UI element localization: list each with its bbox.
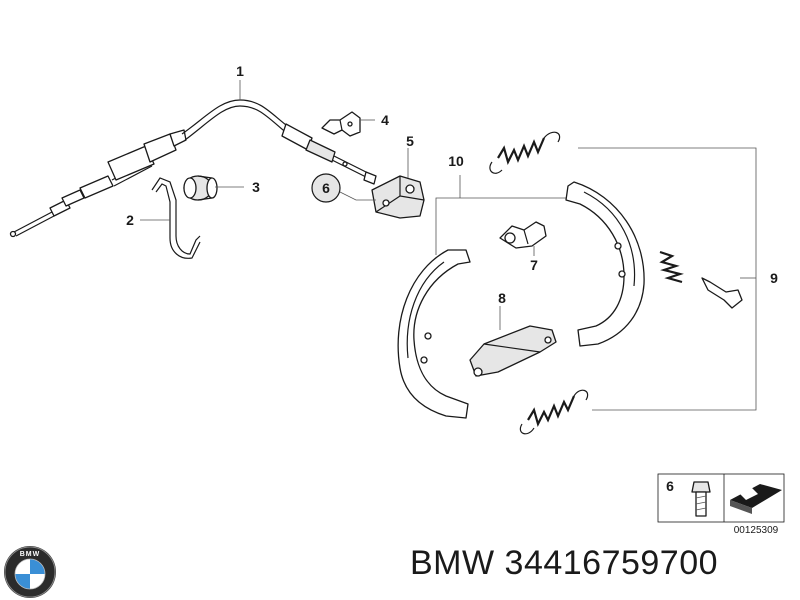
callout-8: 8 [498, 290, 506, 306]
callout-7: 7 [530, 257, 538, 273]
part-1-brake-cable: 1 [9, 63, 377, 238]
part-6-bolt-callout: 6 [311, 173, 376, 203]
washer-plate-icon [730, 484, 782, 514]
callout-4: 4 [381, 112, 389, 128]
part-2-holding-clip: 2 [126, 177, 201, 259]
bracket-10-shoe-set: 10 [435, 153, 578, 255]
part-3-grommet: 3 [183, 175, 260, 201]
part-8-expanding-lever: 8 [469, 290, 557, 377]
part-7-adjuster: 7 [499, 221, 547, 273]
callout-1: 1 [236, 63, 244, 79]
part-5-cable-bracket: 5 [371, 133, 425, 219]
lower-return-spring [519, 389, 589, 435]
part-number-caption: BMW 34416759700 [410, 544, 719, 582]
legend-label-6: 6 [666, 478, 674, 494]
callout-5: 5 [406, 133, 414, 149]
bmw-logo-text: BMW [20, 551, 41, 558]
left-brake-shoe [397, 249, 471, 419]
part-9-hold-down-kit: 9 [578, 147, 778, 411]
upper-return-spring [489, 131, 561, 174]
legend-box: 6 00125309 [657, 473, 785, 536]
callout-3: 3 [252, 179, 260, 195]
bmw-logo: BMW [4, 546, 56, 598]
bolt-icon [691, 481, 711, 517]
callout-9: 9 [770, 270, 778, 286]
right-brake-shoe [565, 181, 645, 347]
drawing-number: 00125309 [734, 525, 779, 536]
part-4-clip: 4 [321, 111, 389, 137]
callout-10: 10 [448, 153, 464, 169]
callout-6: 6 [322, 180, 330, 196]
callout-2: 2 [126, 212, 134, 228]
